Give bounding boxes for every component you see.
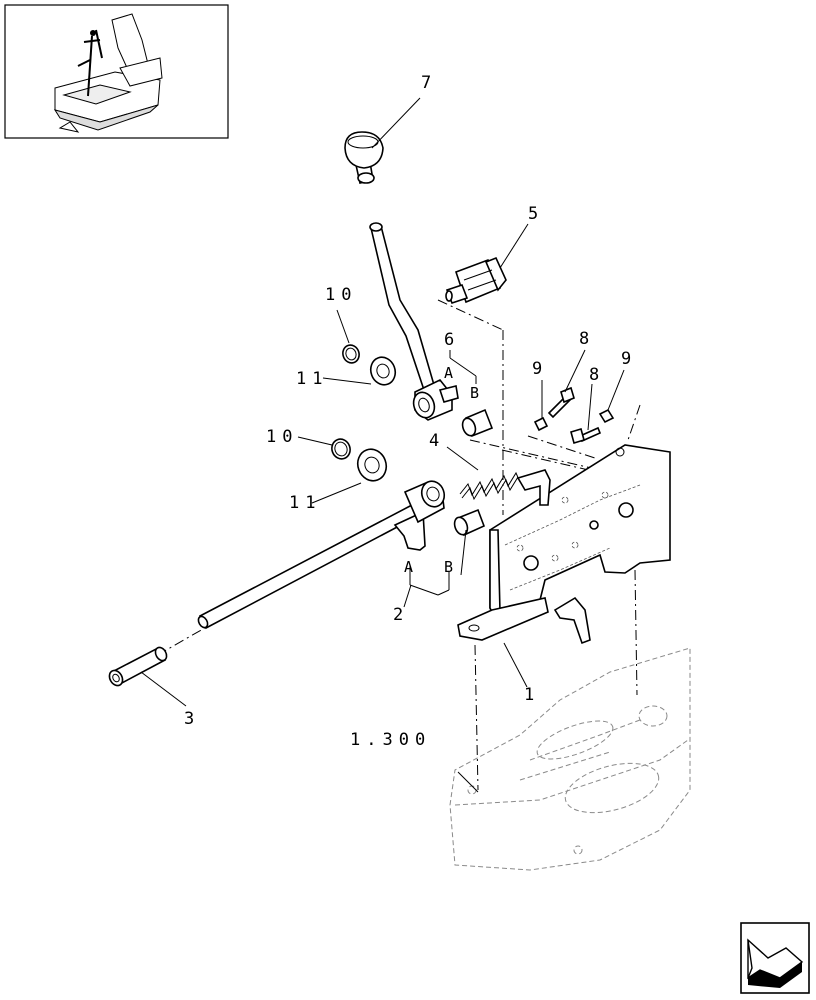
callout-8-top: 8 (579, 329, 595, 349)
bolt-lower[interactable] (570, 426, 602, 445)
bushing-lower[interactable] (452, 508, 486, 537)
bolt-upper[interactable] (547, 386, 575, 419)
grip-sleeve[interactable] (107, 645, 169, 687)
lower-shift-lever[interactable] (197, 478, 448, 630)
washer-lower[interactable] (353, 445, 390, 485)
callout-2-A: A (404, 558, 413, 576)
callout-7: 7 (421, 73, 437, 93)
callout-3: 3 (184, 709, 200, 729)
circlip-lower[interactable] (329, 437, 353, 462)
locator-thumbnail[interactable] (4, 4, 229, 139)
circlip-upper[interactable] (340, 343, 361, 365)
callout-10-upper: 10 (325, 285, 357, 305)
upper-shift-lever[interactable] (369, 222, 459, 421)
neutral-switch[interactable] (445, 256, 507, 305)
callout-5: 5 (528, 204, 544, 224)
callout-labels: 7 5 10 6 A B 11 9 8 8 9 10 4 11 A B 2 1 … (184, 73, 637, 750)
callout-1: 1 (524, 685, 540, 705)
spring[interactable] (459, 471, 521, 501)
callout-2-B: B (444, 558, 453, 576)
nut-upper[interactable] (533, 416, 549, 432)
transmission-housing-ghost (449, 647, 691, 871)
callout-9-left: 9 (532, 359, 548, 379)
callout-10-lower: 10 (266, 427, 298, 447)
callout-2: 2 (393, 605, 409, 625)
bushing-upper[interactable] (460, 408, 494, 438)
reference-1-300: 1.300 (350, 730, 431, 750)
leader-lines (140, 97, 625, 793)
callout-9-right: 9 (621, 349, 637, 369)
bracket-plate[interactable] (457, 444, 671, 645)
callout-6-B: B (470, 384, 479, 402)
next-page-arrow-icon[interactable] (740, 922, 810, 994)
washer-upper[interactable] (367, 354, 399, 389)
lever-knob[interactable] (344, 131, 384, 184)
callout-8-mid: 8 (589, 365, 605, 385)
nut-lower[interactable] (598, 408, 615, 424)
callout-11-upper: 11 (296, 369, 328, 389)
callout-6-A: A (444, 364, 453, 382)
callout-11-lower: 11 (289, 493, 321, 513)
callout-6: 6 (444, 330, 460, 350)
callout-4: 4 (429, 431, 445, 451)
